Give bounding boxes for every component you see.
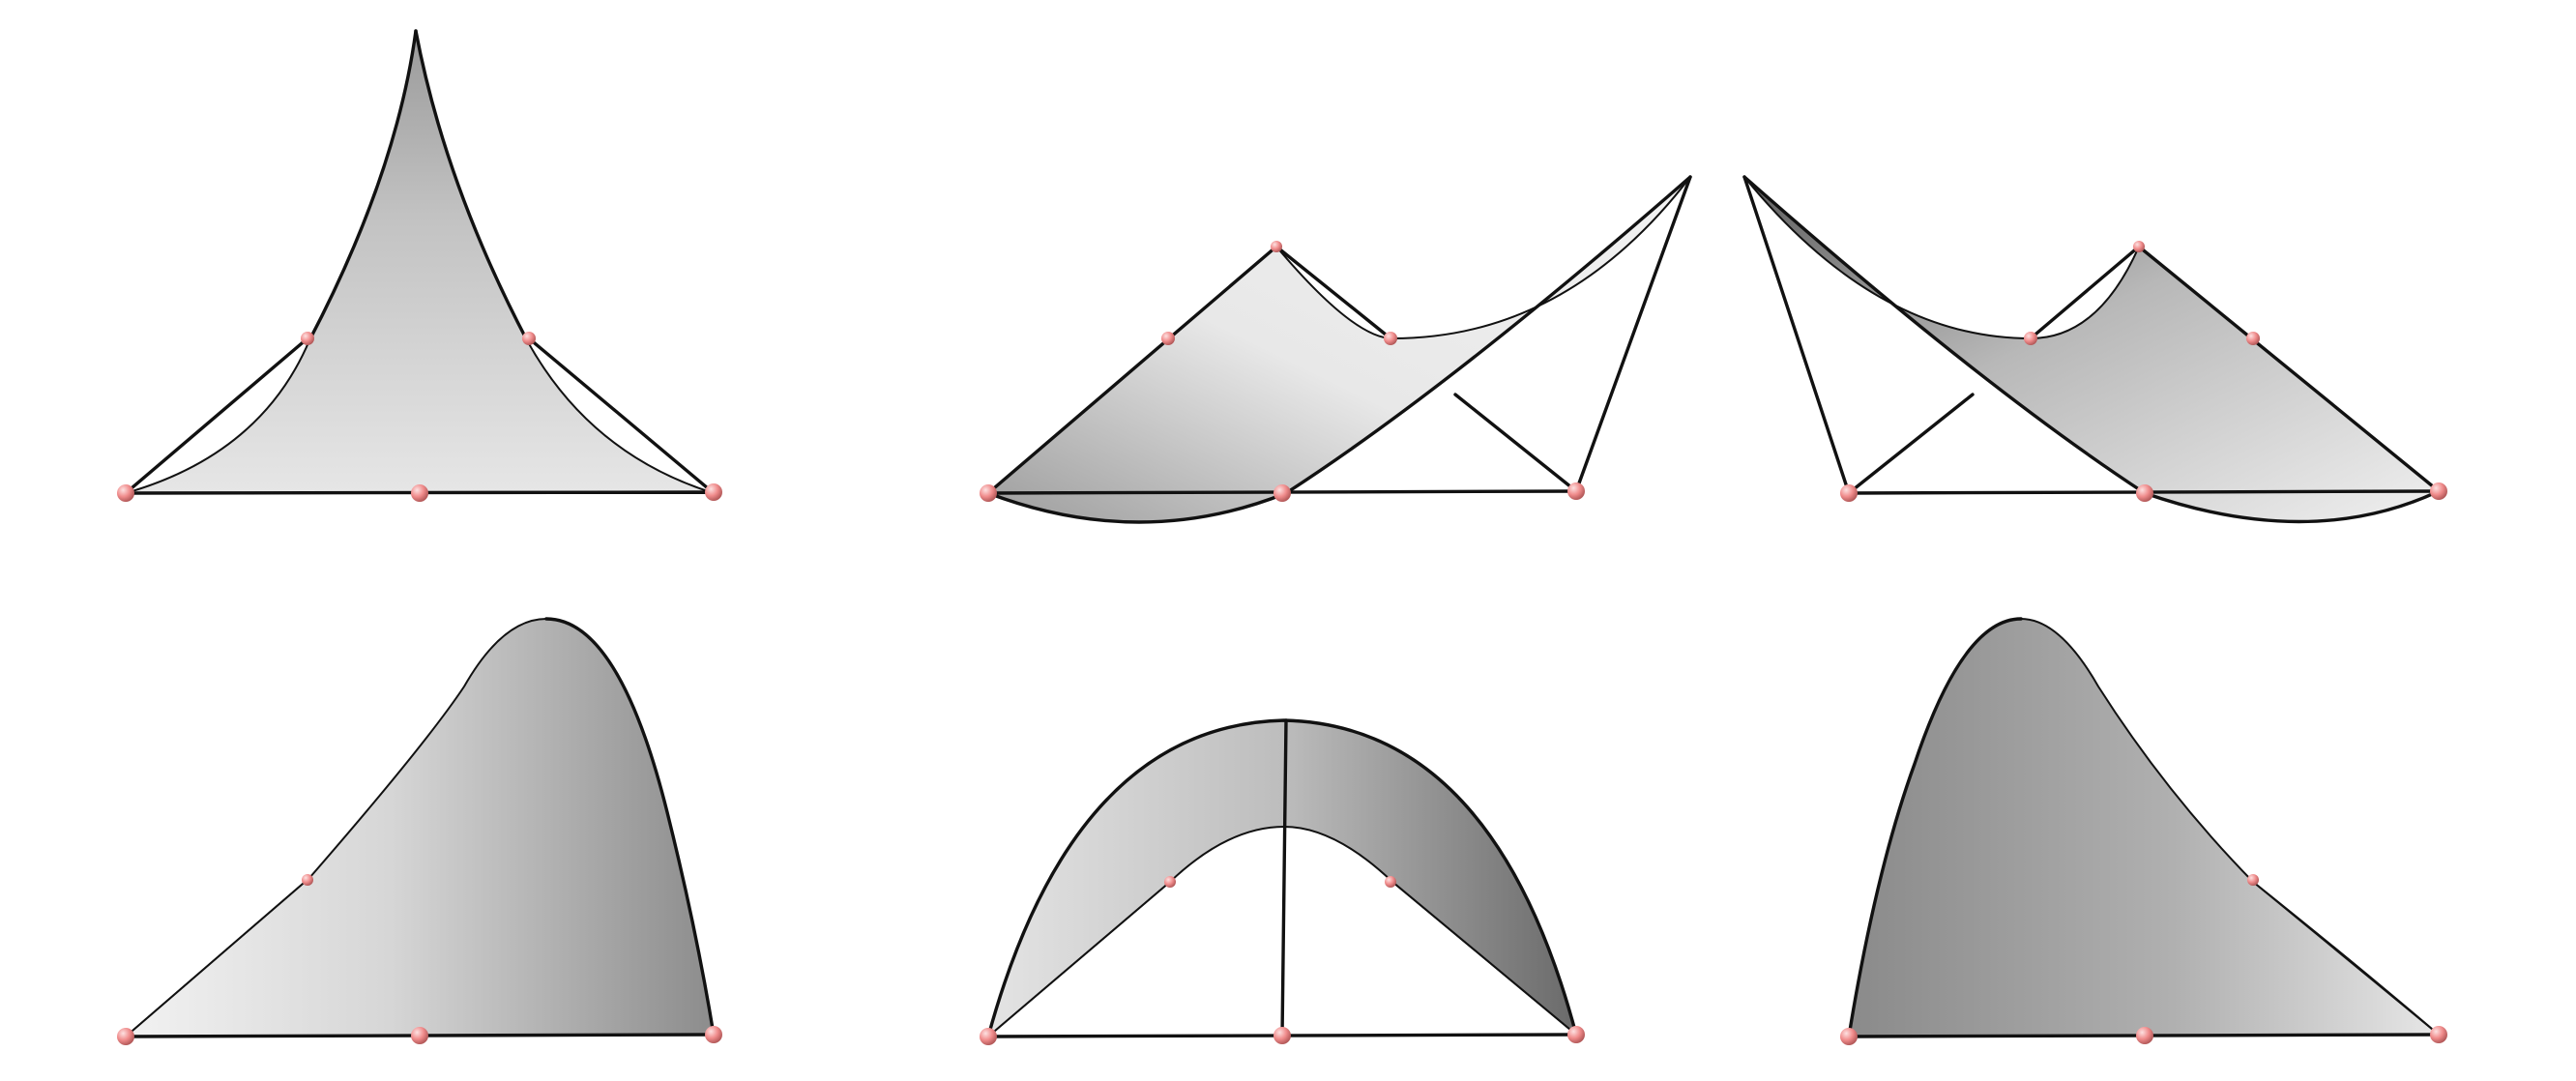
boundary-curve-bottom [2143,489,2441,524]
boundary-curve-bottom [986,491,1288,524]
control-point[interactable] [1271,241,1282,252]
panel-bottom-left [123,617,716,1038]
control-point[interactable] [117,1028,134,1045]
control-edge-inner [1274,245,1392,340]
control-edge-right [1391,881,1577,1036]
surface-patch [1743,176,2441,523]
control-point[interactable] [980,484,997,502]
control-point[interactable] [2133,241,2145,252]
control-point[interactable] [2430,1026,2447,1043]
control-point[interactable] [301,332,314,345]
control-point[interactable] [1164,876,1176,888]
control-edge-vertical [1280,718,1288,1038]
control-point[interactable] [302,874,313,886]
control-point[interactable] [2246,332,2260,345]
control-point[interactable] [980,1028,997,1045]
control-edge-inner-2 [1453,393,1578,493]
control-point[interactable] [2136,484,2153,502]
control-edge-right [2252,881,2440,1036]
control-point[interactable] [1840,1028,1858,1045]
surface-patch [1847,617,2442,1038]
panel-top-middle [986,175,1692,524]
panel-bottom-right [1847,617,2442,1038]
boundary-curve-right [544,617,716,1037]
control-point[interactable] [1161,332,1175,345]
control-edge-inner-2 [2029,245,2141,340]
cusp-edge-right [414,29,529,342]
control-point[interactable] [705,1026,722,1043]
control-edge-inner [1847,393,1975,495]
control-point[interactable] [1840,484,1858,502]
boundary-curve-top [1742,175,2147,495]
panel-top-right [1742,175,2441,524]
control-point[interactable] [1273,1027,1291,1044]
control-edge-left [987,881,1171,1037]
control-point[interactable] [117,484,134,502]
control-point[interactable] [1567,482,1585,500]
control-point[interactable] [2430,482,2447,500]
panel-bottom-middle [986,718,1578,1039]
control-edge-right [1574,175,1692,493]
control-point[interactable] [1385,876,1396,888]
control-point[interactable] [2247,874,2259,886]
cusp-edge-left [307,29,418,342]
control-edge-left [124,336,309,495]
panel-top-left [124,29,716,495]
control-point[interactable] [1567,1026,1585,1043]
control-point[interactable] [411,484,428,502]
control-point[interactable] [1273,484,1291,502]
surface-patch [125,30,715,494]
control-point[interactable] [1384,332,1397,345]
boundary-curve-top [1284,175,1692,495]
control-point[interactable] [705,483,722,501]
control-edge-left [1742,175,1851,495]
control-edge-right [527,336,716,495]
control-edge-right [2137,245,2441,493]
control-edge-left [125,877,310,1037]
surface-patch [123,617,716,1038]
control-edge-left [986,245,1278,495]
boundary-curve-left [1847,617,2023,1038]
control-point[interactable] [411,1027,428,1044]
control-point[interactable] [2024,332,2037,345]
control-points [117,241,2447,1045]
control-point[interactable] [522,332,536,345]
arch-outer-curve [986,718,1578,1038]
control-point[interactable] [2136,1027,2153,1044]
